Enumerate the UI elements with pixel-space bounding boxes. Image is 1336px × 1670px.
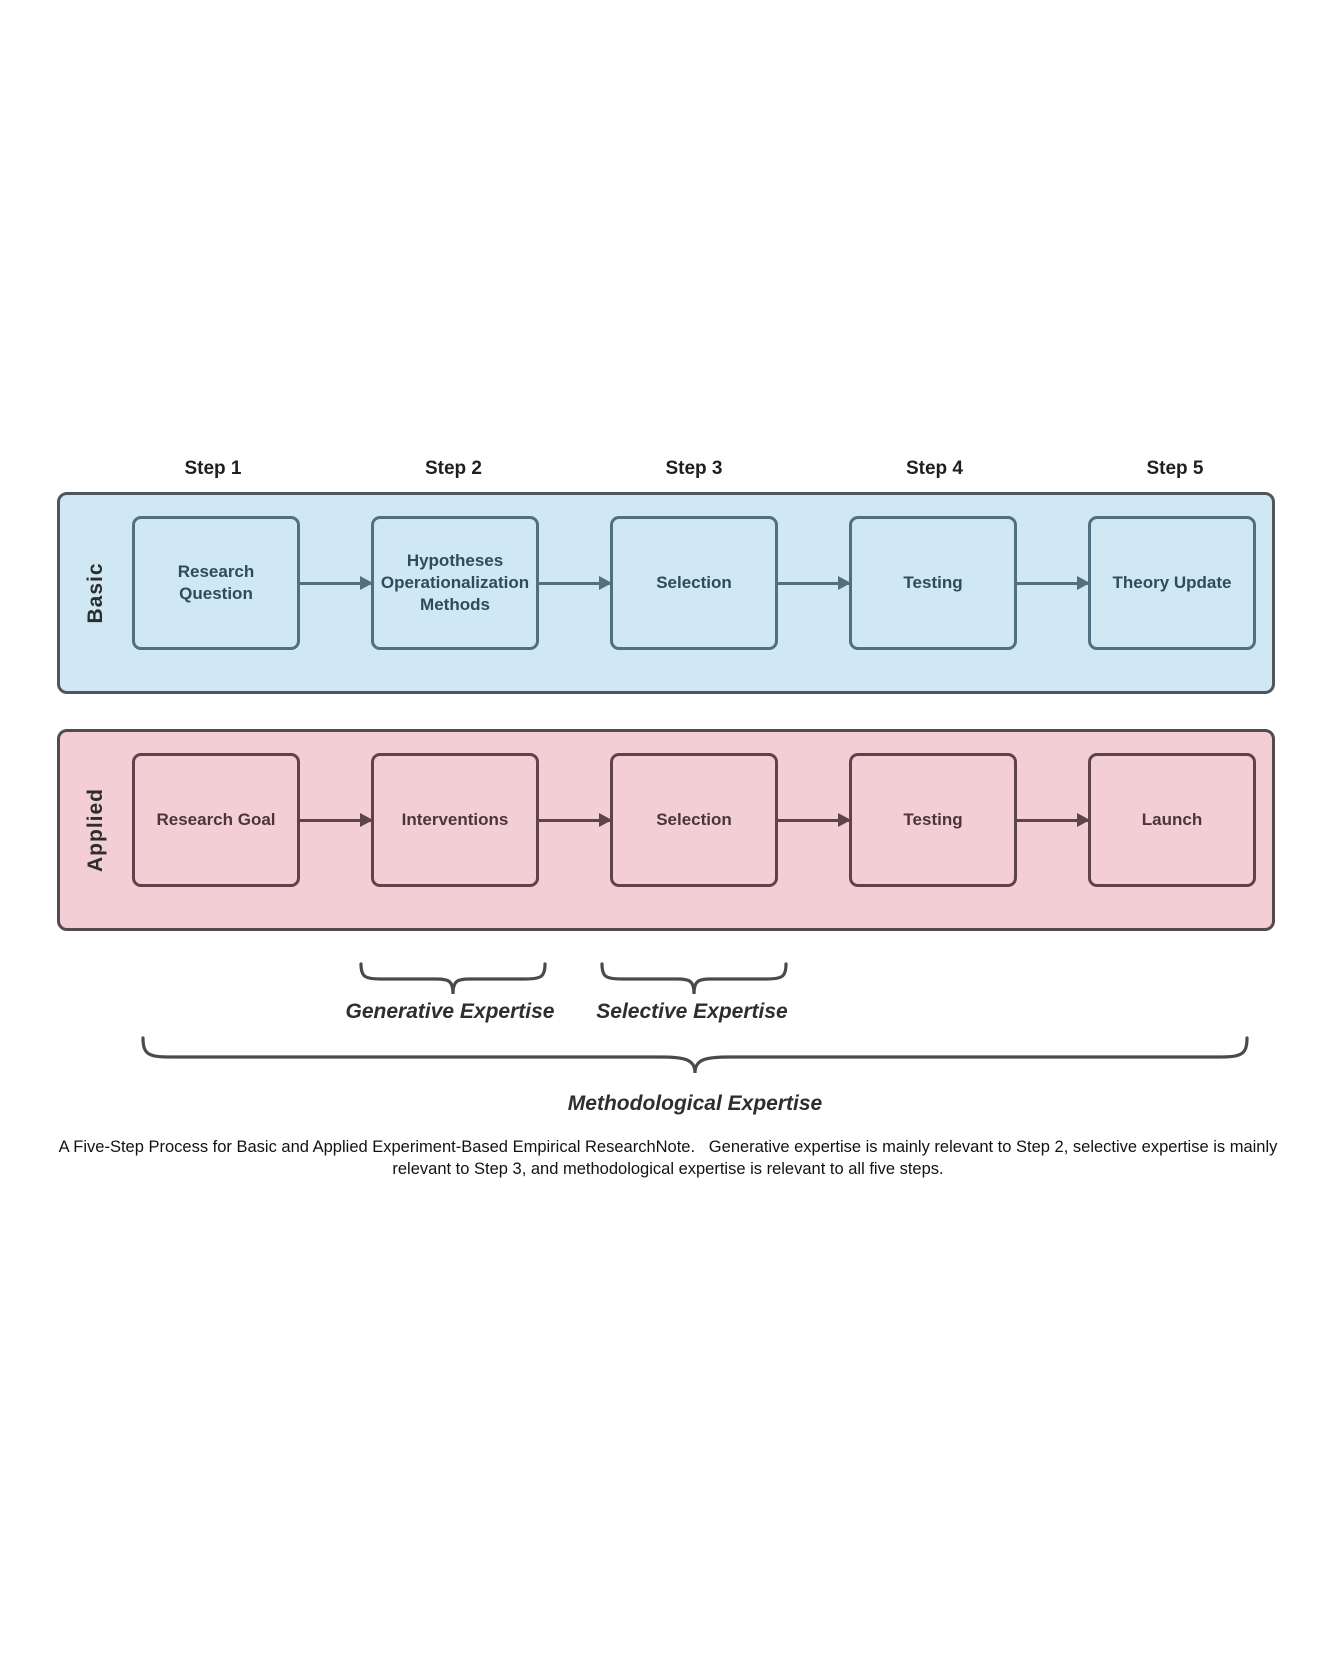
- applied-row-label: Applied: [84, 788, 107, 872]
- process-box-testing-basic: Testing: [849, 516, 1017, 650]
- basic-row-container: Basic Research Question Hypotheses Opera…: [57, 492, 1275, 694]
- flow-arrow-icon: [1017, 575, 1090, 590]
- flow-arrow-icon: [778, 575, 851, 590]
- curly-brace-methodological-icon: [141, 1036, 1249, 1074]
- process-box-selection-basic: Selection: [610, 516, 778, 650]
- basic-row-label: Basic: [84, 562, 107, 624]
- basic-flow: Research Question Hypotheses Operational…: [132, 516, 1256, 650]
- selective-expertise-label: Selective Expertise: [596, 1000, 788, 1023]
- flow-arrow-icon: [1017, 812, 1090, 827]
- applied-flow: Research Goal Interventions Selection Te…: [132, 753, 1256, 887]
- flow-arrow-icon: [300, 812, 373, 827]
- step-labels-row: Step 1 Step 2 Step 3 Step 4 Step 5: [129, 458, 1259, 480]
- flow-arrow-icon: [778, 812, 851, 827]
- process-box-research-question: Research Question: [132, 516, 300, 650]
- process-box-research-goal: Research Goal: [132, 753, 300, 887]
- figure-caption: A Five-Step Process for Basic and Applie…: [58, 1138, 1282, 1179]
- methodological-expertise-label: Methodological Expertise: [567, 1092, 823, 1115]
- step-label-1: Step 1: [184, 458, 242, 479]
- step-label-3: Step 3: [665, 458, 723, 479]
- process-box-testing-applied: Testing: [849, 753, 1017, 887]
- process-box-theory-update: Theory Update: [1088, 516, 1256, 650]
- process-box-launch: Launch: [1088, 753, 1256, 887]
- applied-row-container: Applied Research Goal Interventions Sele…: [57, 729, 1275, 931]
- curly-brace-generative-icon: [359, 962, 547, 995]
- step-label-2: Step 2: [424, 458, 483, 479]
- flow-arrow-icon: [539, 575, 612, 590]
- flow-arrow-icon: [539, 812, 612, 827]
- process-box-selection-applied: Selection: [610, 753, 778, 887]
- step-label-5: Step 5: [1146, 458, 1204, 479]
- generative-expertise-label: Generative Expertise: [345, 1000, 555, 1023]
- process-box-interventions: Interventions: [371, 753, 539, 887]
- step-label-4: Step 4: [905, 458, 964, 479]
- curly-brace-selective-icon: [600, 962, 788, 995]
- flow-arrow-icon: [300, 575, 373, 590]
- process-box-hypotheses: Hypotheses Operationalization Methods: [371, 516, 539, 650]
